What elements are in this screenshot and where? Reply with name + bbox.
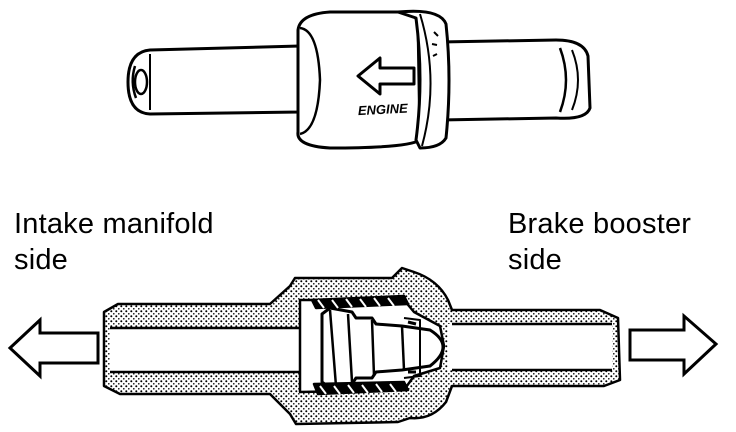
intake-label-line1: Intake manifold (14, 208, 214, 240)
bore-left (110, 328, 324, 372)
arrow-left-icon (7, 316, 100, 380)
brake-booster-label: Brake booster side (508, 206, 691, 278)
valve-cross-section (102, 266, 622, 426)
booster-label-line2: side (508, 244, 562, 276)
arrow-right-icon (628, 312, 719, 378)
intake-manifold-label: Intake manifold side (14, 206, 214, 278)
valve-external-view: ENGINE (126, 9, 592, 150)
engine-label: ENGINE (358, 101, 409, 119)
valve-left-nipple (126, 44, 302, 116)
bore-right (448, 324, 612, 370)
intake-label-line2: side (14, 244, 68, 276)
booster-label-line1: Brake booster (508, 208, 692, 240)
valve-right-nipple (438, 38, 592, 122)
valve-arrow-icon (356, 56, 416, 96)
